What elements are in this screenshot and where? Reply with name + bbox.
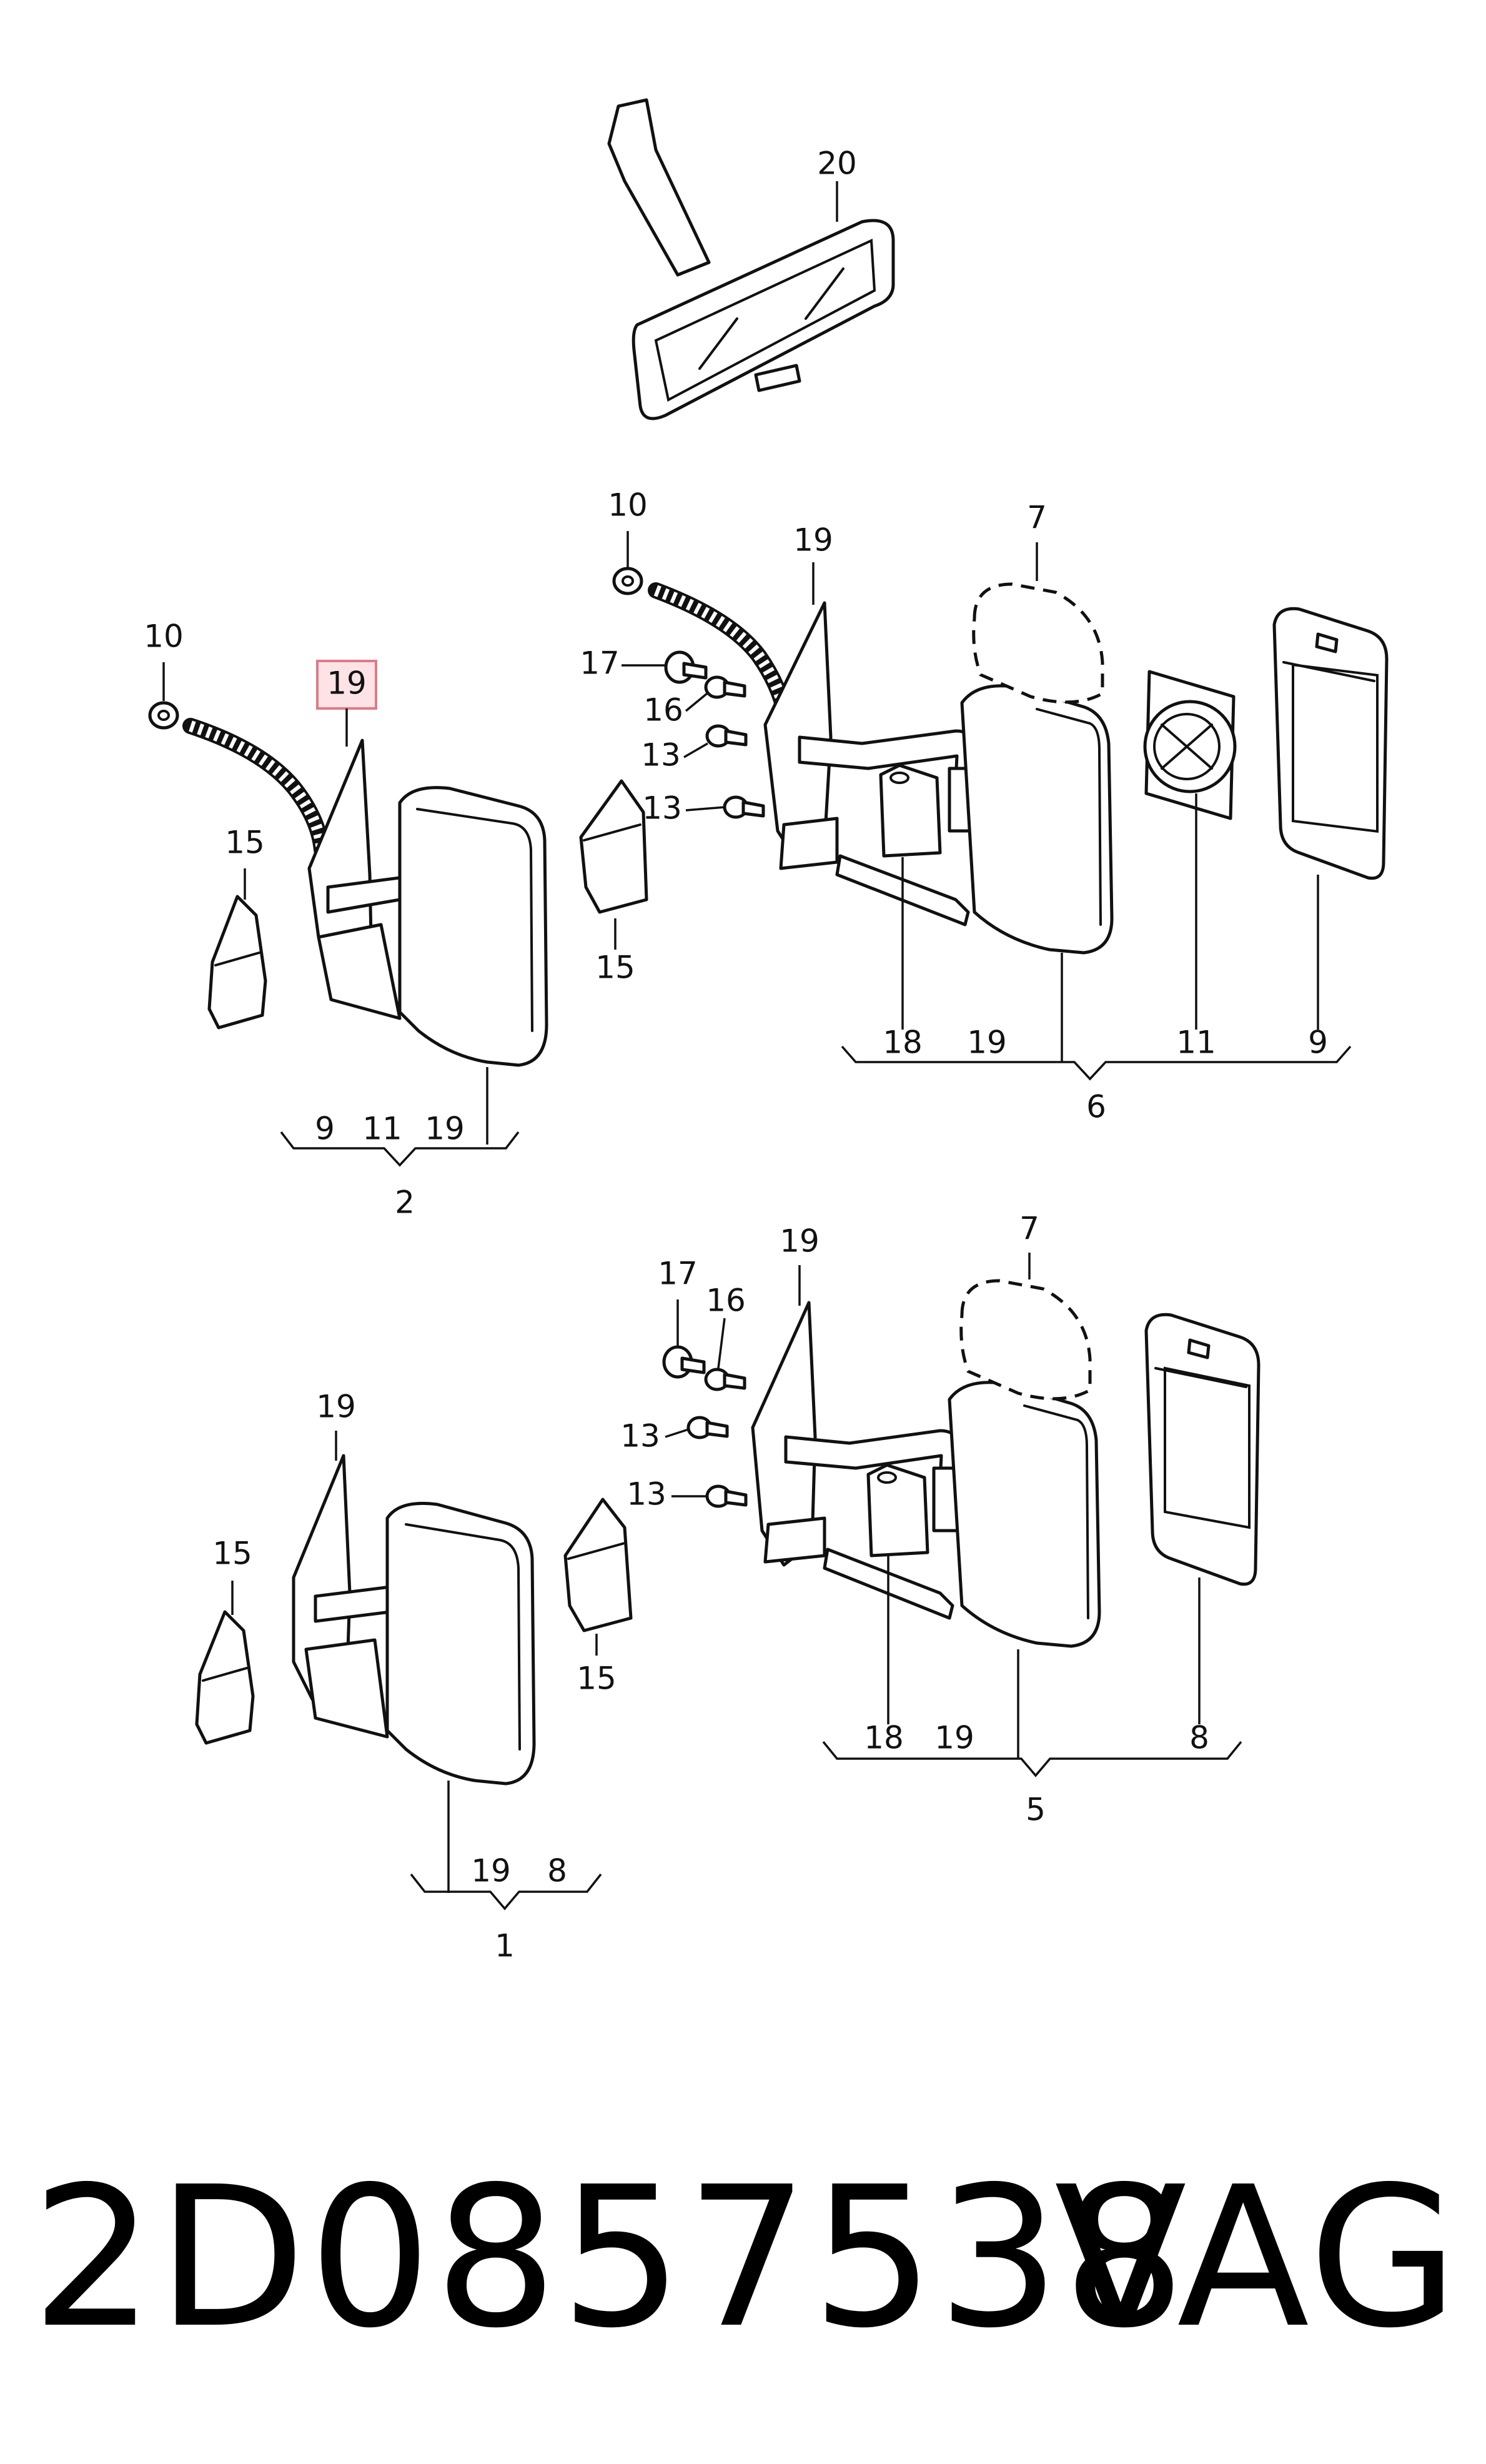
callout-19-highlight: 19 bbox=[327, 665, 367, 702]
callout-19-d: 19 bbox=[316, 1389, 356, 1425]
callout-10-b: 10 bbox=[608, 487, 648, 524]
callout-13-a: 13 bbox=[641, 737, 681, 773]
callout-16-a: 16 bbox=[643, 692, 683, 728]
callout-15-d: 15 bbox=[577, 1661, 617, 1697]
callout-20: 20 bbox=[817, 146, 857, 182]
screws-lower bbox=[662, 1345, 748, 1508]
callout-19-c: 19 bbox=[967, 1025, 1007, 1061]
assembly-6: 10 17 16 13 13 15 19 bbox=[579, 487, 1389, 1125]
callout-18-a: 18 bbox=[883, 1025, 923, 1061]
callout-5: 5 bbox=[1026, 1792, 1046, 1828]
highlight-box bbox=[316, 660, 377, 710]
assembly-5: 17 16 13 13 15 19 7 bbox=[563, 1211, 1261, 1828]
callout-17-a: 17 bbox=[580, 645, 620, 682]
callout-13-d: 13 bbox=[627, 1476, 666, 1513]
callout-19-b: 19 bbox=[793, 522, 833, 559]
callout-19-g: 19 bbox=[934, 1720, 974, 1756]
callout-10: 10 bbox=[144, 618, 184, 655]
callout-6: 6 bbox=[1086, 1089, 1106, 1125]
callout-18-b: 18 bbox=[864, 1720, 904, 1756]
assembly-2: 10 15 19 9 11 19 2 bbox=[144, 618, 548, 1221]
callout-15-a: 15 bbox=[225, 825, 265, 861]
callout-2: 2 bbox=[395, 1185, 415, 1221]
assembly-1: 19 15 19 8 1 bbox=[195, 1389, 602, 1964]
screws-upper bbox=[664, 650, 765, 819]
callout-19-e: 19 bbox=[471, 1853, 511, 1889]
callout-8-a: 8 bbox=[547, 1853, 567, 1889]
callout-7-a: 7 bbox=[1027, 500, 1047, 536]
callout-7-b: 7 bbox=[1019, 1211, 1039, 1247]
part-number: 2D0857538 bbox=[31, 2145, 1189, 2371]
callout-11-a: 11 bbox=[362, 1111, 402, 1147]
callout-13-b: 13 bbox=[642, 790, 682, 827]
callout-17-b: 17 bbox=[658, 1256, 698, 1292]
callout-19-a: 19 bbox=[425, 1111, 465, 1147]
interior-mirror: 20 bbox=[607, 98, 895, 420]
brand-label: VAG bbox=[1054, 2145, 1461, 2371]
callout-13-c: 13 bbox=[620, 1418, 660, 1454]
callout-15-c: 15 bbox=[212, 1536, 252, 1572]
callout-15-b: 15 bbox=[595, 950, 635, 986]
callout-11-b: 11 bbox=[1176, 1025, 1216, 1061]
callout-1: 1 bbox=[495, 1928, 515, 1964]
callout-16-b: 16 bbox=[706, 1283, 746, 1319]
callout-9-a: 9 bbox=[315, 1111, 335, 1147]
callout-19-f: 19 bbox=[780, 1223, 820, 1259]
callout-9-b: 9 bbox=[1308, 1025, 1328, 1061]
callout-8-b: 8 bbox=[1189, 1720, 1209, 1756]
